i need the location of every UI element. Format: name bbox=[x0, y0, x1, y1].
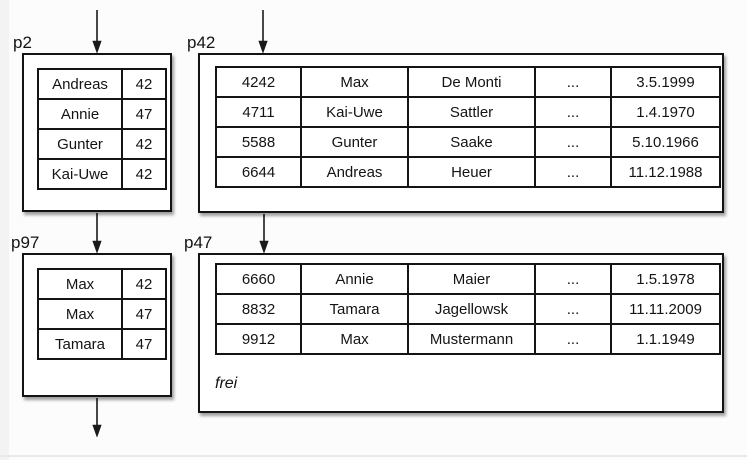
table-cell: 6644 bbox=[215, 156, 302, 188]
table-cell: 1.1.1949 bbox=[610, 323, 721, 355]
table-cell: Saake bbox=[407, 126, 536, 158]
table-cell: ... bbox=[534, 126, 612, 158]
table-cell: 11.12.1988 bbox=[610, 156, 721, 188]
table-cell: Tamara bbox=[300, 293, 409, 325]
table-cell: Max bbox=[37, 268, 123, 300]
page-label-p97: p97 bbox=[11, 233, 40, 252]
table-cell: 42 bbox=[121, 68, 167, 100]
page-label-p47: p47 bbox=[184, 233, 213, 252]
table-cell: 47 bbox=[121, 328, 167, 360]
page-label-p42: p42 bbox=[187, 33, 216, 52]
page-label-p2: p2 bbox=[13, 33, 32, 52]
table-cell: 42 bbox=[121, 128, 167, 160]
table-cell: 8832 bbox=[215, 293, 302, 325]
table-cell: ... bbox=[534, 263, 612, 295]
table-cell: 47 bbox=[121, 298, 167, 330]
table-cell: Annie bbox=[300, 263, 409, 295]
table-cell: Maier bbox=[407, 263, 536, 295]
table-cell: 47 bbox=[121, 98, 167, 130]
table-cell: Andreas bbox=[37, 68, 123, 100]
table-cell: Sattler bbox=[407, 96, 536, 128]
table-cell: ... bbox=[534, 66, 612, 98]
arrow-p42-to-p47-icon bbox=[259, 214, 269, 254]
table-cell: ... bbox=[534, 156, 612, 188]
table-cell: 5.10.1966 bbox=[610, 126, 721, 158]
slide-left-edge bbox=[0, 0, 9, 460]
table-cell: 3.5.1999 bbox=[610, 66, 721, 98]
table-cell: 1.5.1978 bbox=[610, 263, 721, 295]
table-cell: Andreas bbox=[300, 156, 409, 188]
table-cell: 4711 bbox=[215, 96, 302, 128]
table-cell: Max bbox=[37, 298, 123, 330]
table-cell: Kai-Uwe bbox=[37, 158, 123, 190]
table-cell: Annie bbox=[37, 98, 123, 130]
table-cell: 6660 bbox=[215, 263, 302, 295]
table-cell: Mustermann bbox=[407, 323, 536, 355]
table-cell: ... bbox=[534, 293, 612, 325]
table-cell: 42 bbox=[121, 158, 167, 190]
arrow-p2-to-p97-icon bbox=[92, 213, 102, 254]
table-cell: ... bbox=[534, 96, 612, 128]
incoming-arrow-p42-icon bbox=[258, 10, 268, 54]
table-cell: 1.4.1970 bbox=[610, 96, 721, 128]
table-cell: ... bbox=[534, 323, 612, 355]
table-cell: Gunter bbox=[37, 128, 123, 160]
table-cell: 5588 bbox=[215, 126, 302, 158]
table-cell: Jagellowsk bbox=[407, 293, 536, 325]
table-cell: 4242 bbox=[215, 66, 302, 98]
table-cell: 9912 bbox=[215, 323, 302, 355]
table-cell: Max bbox=[300, 323, 409, 355]
outgoing-arrow-p97-icon bbox=[92, 398, 102, 438]
table-cell: Kai-Uwe bbox=[300, 96, 409, 128]
table-cell: 11.11.2009 bbox=[610, 293, 721, 325]
table-cell: De Monti bbox=[407, 66, 536, 98]
incoming-arrow-p2-icon bbox=[92, 10, 102, 54]
table-cell: Tamara bbox=[37, 328, 123, 360]
slide-bottom-rule bbox=[0, 455, 747, 457]
free-space-label: frei bbox=[215, 375, 238, 392]
table-cell: Max bbox=[300, 66, 409, 98]
table-cell: Gunter bbox=[300, 126, 409, 158]
table-cell: 42 bbox=[121, 268, 167, 300]
table-cell: Heuer bbox=[407, 156, 536, 188]
